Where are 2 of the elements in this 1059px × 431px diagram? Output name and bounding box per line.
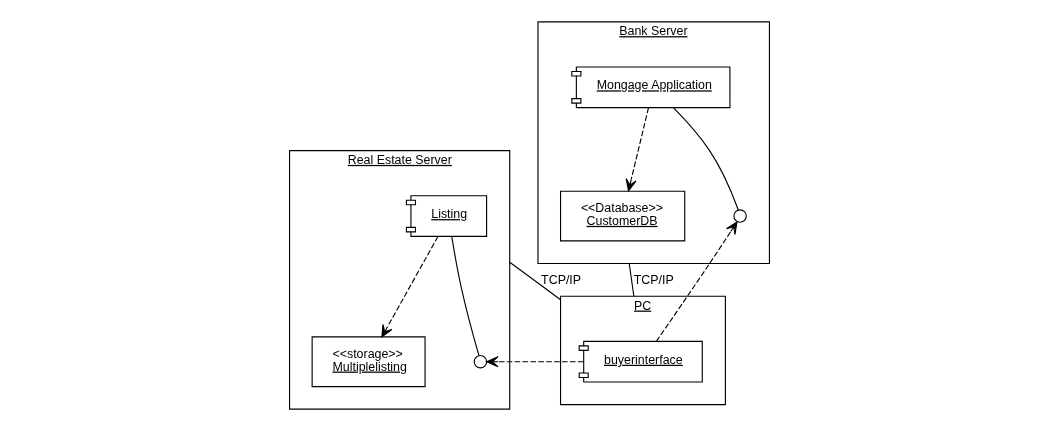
edge-label: TCP/IP	[541, 272, 582, 287]
edge-label: TCP/IP	[633, 272, 674, 287]
